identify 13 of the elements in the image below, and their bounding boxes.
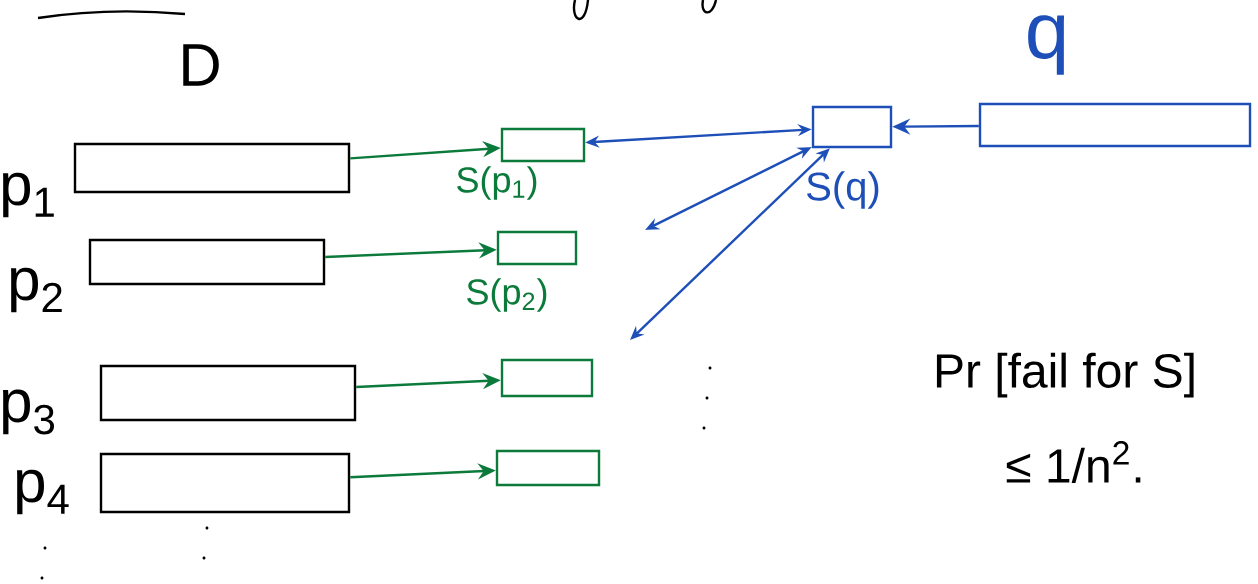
probability-bound: ≤ 1/n$^{2}$. — [1006, 441, 1141, 483]
node-label: S(p$_{1}$) — [457, 166, 537, 200]
node-label: q — [1028, 15, 1065, 75]
node-label: S(q) — [807, 171, 879, 209]
node-label: p$_{4}$ — [17, 469, 69, 515]
sketch-box — [500, 358, 594, 398]
sketch-box — [495, 449, 601, 487]
node-label: S(p$_{2}$) — [467, 278, 547, 312]
diagram-letter: D — [183, 44, 219, 86]
node-label: p$_{2}$ — [11, 267, 62, 313]
node-label: p$_{3}$ — [3, 389, 55, 435]
node-label: p$_{1}$ — [3, 172, 54, 218]
probability-bound: Pr [fail for S] — [936, 352, 1194, 398]
